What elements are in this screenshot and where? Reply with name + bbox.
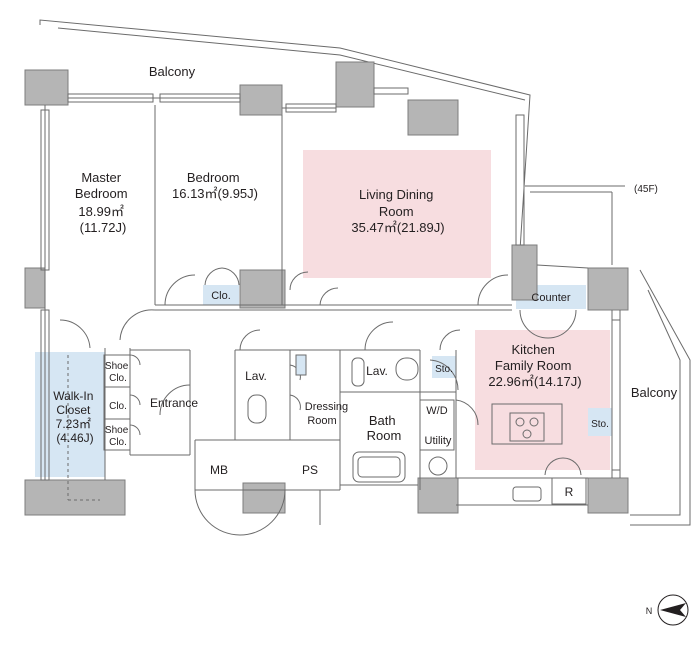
refrigerator-label: R [565, 485, 574, 499]
storage-1-label: Sto. [435, 364, 453, 375]
master-bedroom-label: Master Bedroom 18.99㎡ (11.72J) [75, 170, 131, 235]
balcony-top-label: Balcony [149, 64, 196, 79]
shoe-clo-2-l1: Shoe [105, 425, 129, 436]
floor-ref-label: (45F) [634, 184, 658, 195]
kitchen-area: 22.96㎡(14.17J) [488, 374, 581, 389]
balcony-right-outline [630, 269, 691, 526]
dressing-room-label: Dressing Room [305, 401, 351, 427]
ps-label: PS [302, 463, 318, 477]
kitchen-name-2: Family Room [495, 358, 572, 373]
living-area: 35.47㎡(21.89J) [351, 220, 444, 235]
closet-rails [67, 355, 100, 501]
wall [24, 479, 126, 516]
wall [511, 244, 538, 301]
balcony-right-label: Balcony [631, 385, 678, 400]
bedroom-name: Bedroom [187, 170, 240, 185]
master-name-1: Master [81, 170, 121, 185]
north-compass-icon: N [646, 594, 689, 626]
windows [40, 87, 621, 481]
walkin-closet-highlight [35, 352, 105, 477]
living-room-highlight [303, 150, 491, 278]
kitchen-name-1: Kitchen [512, 342, 555, 357]
shoe-closet-1-label: Shoe Clo. [105, 361, 131, 384]
dressing-l1: Dressing [305, 401, 348, 413]
lavatory-1-label: Lav. [245, 369, 267, 383]
bath-l1: Bath [369, 413, 396, 428]
wall [239, 269, 286, 309]
bedroom-area: 16.13㎡(9.95J) [172, 186, 258, 201]
interior-walls [44, 97, 621, 525]
living-name-1: Living Dining [359, 187, 433, 202]
balcony-top-inner [57, 27, 526, 101]
washer-dryer-label: W/D [426, 405, 447, 417]
walkin-jo: (4.46J) [56, 431, 93, 445]
master-jo: (11.72J) [80, 220, 127, 235]
wall [24, 267, 46, 309]
bath-l2: Room [367, 428, 402, 443]
bedroom-closet-label: Clo. [211, 290, 231, 302]
mb-label: MB [210, 463, 228, 477]
walkin-name-1: Walk-In [53, 389, 93, 403]
compass-letter: N [646, 606, 653, 616]
wall [239, 84, 283, 116]
wall [417, 477, 459, 514]
bedroom-label: Bedroom 16.13㎡(9.95J) [172, 170, 258, 201]
living-name-2: Room [379, 204, 414, 219]
living-dining-label: Living Dining Room 35.47㎡(21.89J) [351, 187, 444, 235]
balcony-top-outline [39, 19, 531, 251]
balcony-right-inner [630, 289, 681, 516]
walkin-area: 7.23㎡ [56, 417, 91, 431]
shoe-clo-2-l2: Clo. [109, 437, 127, 448]
dressing-l2: Room [307, 415, 336, 427]
walkin-closet-label: Walk-In Closet 7.23㎡ (4.46J) [53, 389, 97, 445]
counter-label: Counter [531, 292, 570, 304]
wall [24, 69, 69, 106]
shoe-closet-2-label: Shoe Clo. [105, 425, 131, 448]
utility-label: Utility [425, 435, 452, 447]
fixtures [103, 354, 587, 505]
door-swings [59, 267, 582, 536]
master-name-2: Bedroom [75, 186, 128, 201]
shoe-clo-1-l2: Clo. [109, 373, 127, 384]
wall [587, 267, 629, 311]
entrance-label: Entrance [150, 396, 198, 410]
closet-mid-label: Clo. [109, 401, 127, 412]
wall [242, 482, 286, 514]
wall [407, 99, 459, 136]
master-area: 18.99㎡ [78, 204, 124, 219]
kitchen-highlight [475, 330, 610, 470]
bath-room-label: Bath Room [367, 413, 402, 443]
kitchen-family-label: Kitchen Family Room 22.96㎡(14.17J) [488, 342, 581, 389]
wall [335, 61, 375, 108]
wall [587, 477, 629, 514]
lavatory-2-label: Lav. [366, 364, 388, 378]
storage-2-label: Sto. [591, 419, 609, 430]
shoe-clo-1-l1: Shoe [105, 361, 129, 372]
walkin-name-2: Closet [56, 403, 91, 417]
closet-highlight [203, 285, 239, 305]
storage-highlight-2 [588, 408, 612, 436]
